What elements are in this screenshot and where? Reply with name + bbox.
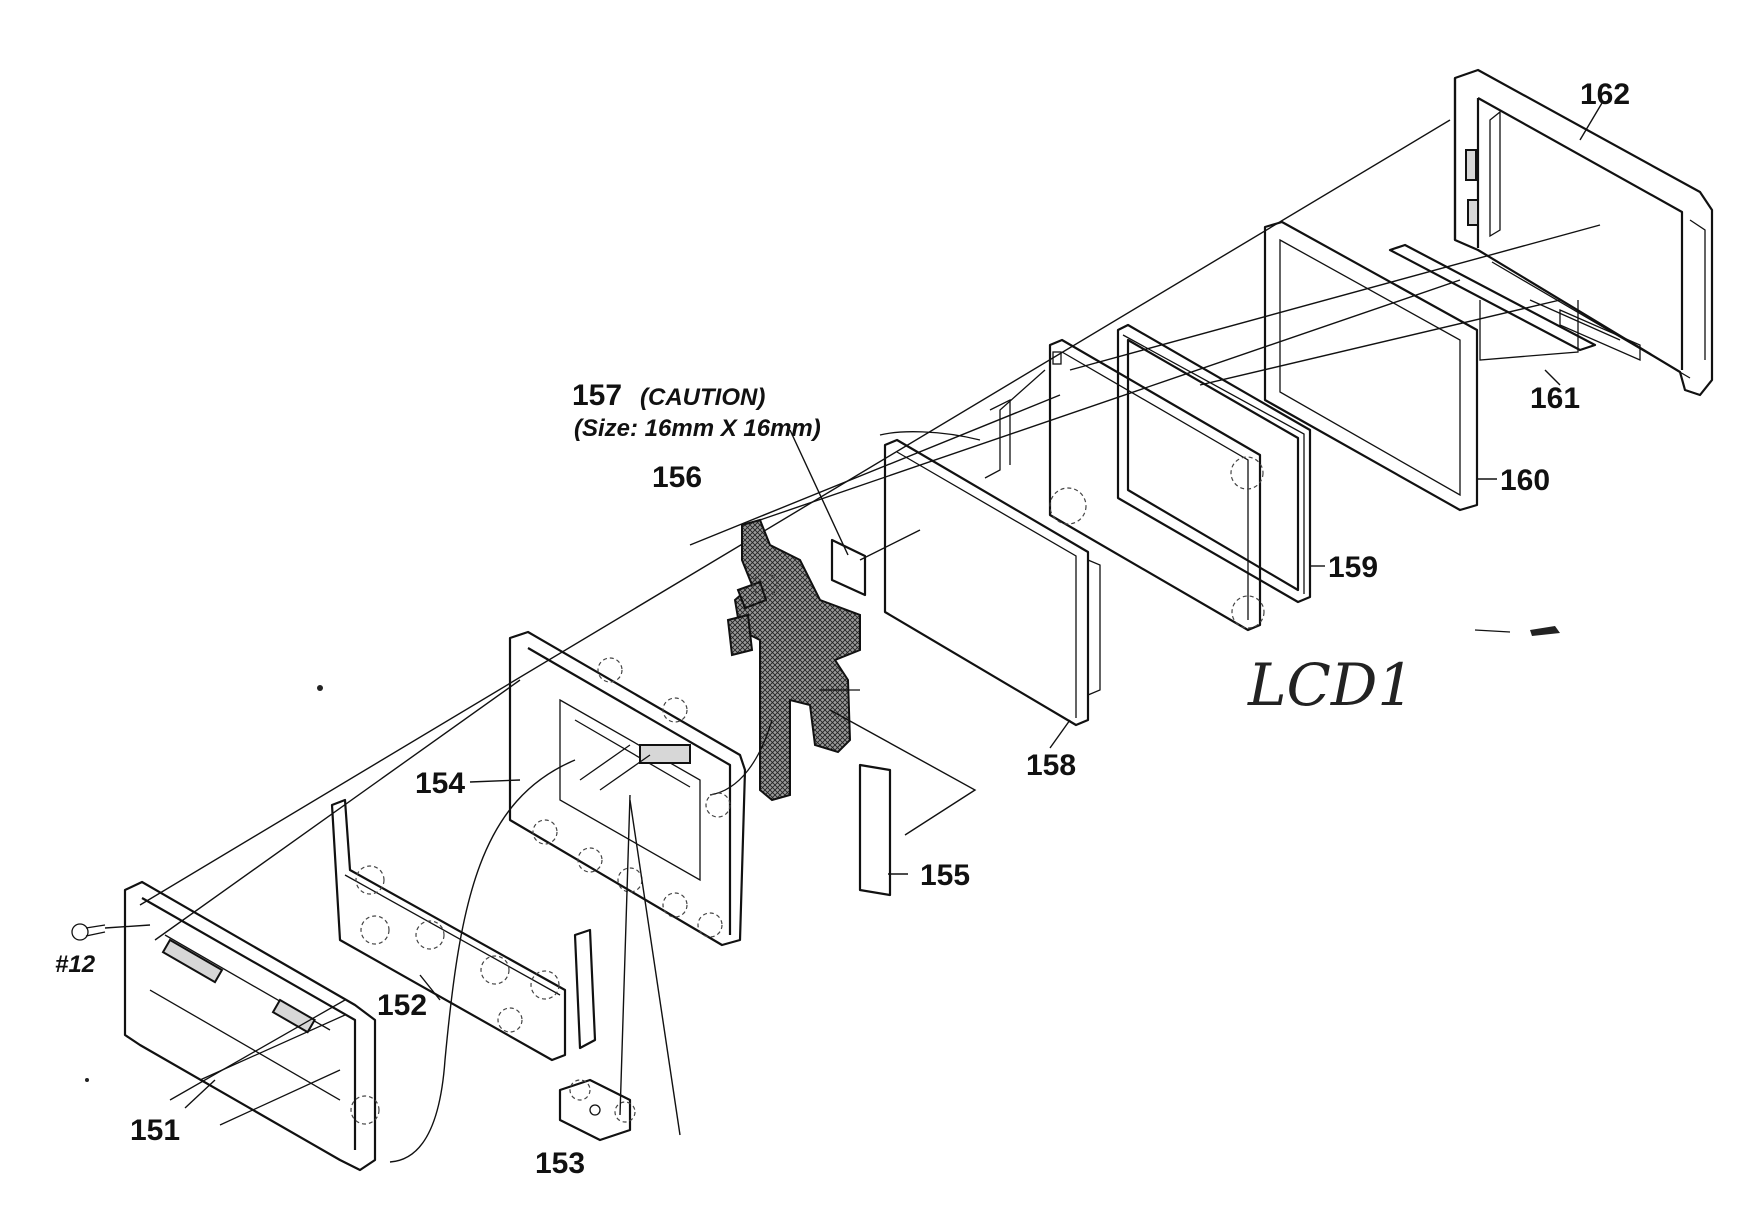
- part-151-base-bracket: [123, 880, 390, 1172]
- part-162-rear-frame: [1453, 68, 1714, 397]
- part-155-sheet: [829, 709, 977, 897]
- part-lcd1-panel: [984, 338, 1265, 632]
- label-156: 156: [652, 461, 702, 494]
- label-155: 155: [920, 859, 970, 892]
- label-screw-12: #12: [55, 951, 96, 978]
- assembly-guide-lines: [139, 119, 1601, 941]
- label-161: 161: [1530, 382, 1580, 415]
- label-160: 160: [1500, 464, 1550, 497]
- part-156-flex-cable: [709, 518, 861, 802]
- part-160-frame-sheet: [1263, 220, 1479, 512]
- part-161-strip: [1388, 243, 1597, 361]
- screw-12: [71, 923, 151, 941]
- label-159: 159: [1328, 551, 1378, 584]
- label-157-caution: (CAUTION): [640, 384, 765, 411]
- part-152-hinge-bracket: [330, 798, 597, 1062]
- label-151: 151: [130, 1114, 180, 1147]
- label-153: 153: [535, 1147, 585, 1180]
- label-157-size: (Size: 16mm X 16mm): [574, 415, 821, 442]
- label-152: 152: [377, 989, 427, 1022]
- part-157-caution-sheet: [789, 429, 921, 597]
- scan-specks: [85, 626, 1560, 1082]
- part-153-hinge-plate: [389, 759, 681, 1163]
- label-158: 158: [1026, 749, 1076, 782]
- label-162: 162: [1580, 78, 1630, 111]
- handwritten-lcd1: LCD1: [1247, 651, 1414, 719]
- part-158-backlight: [879, 431, 1101, 727]
- part-159-gasket: [1116, 323, 1312, 604]
- label-157: 157: [572, 379, 622, 412]
- part-154-chassis: [508, 630, 747, 947]
- label-leaders: [184, 102, 1603, 1109]
- label-154: 154: [415, 767, 465, 800]
